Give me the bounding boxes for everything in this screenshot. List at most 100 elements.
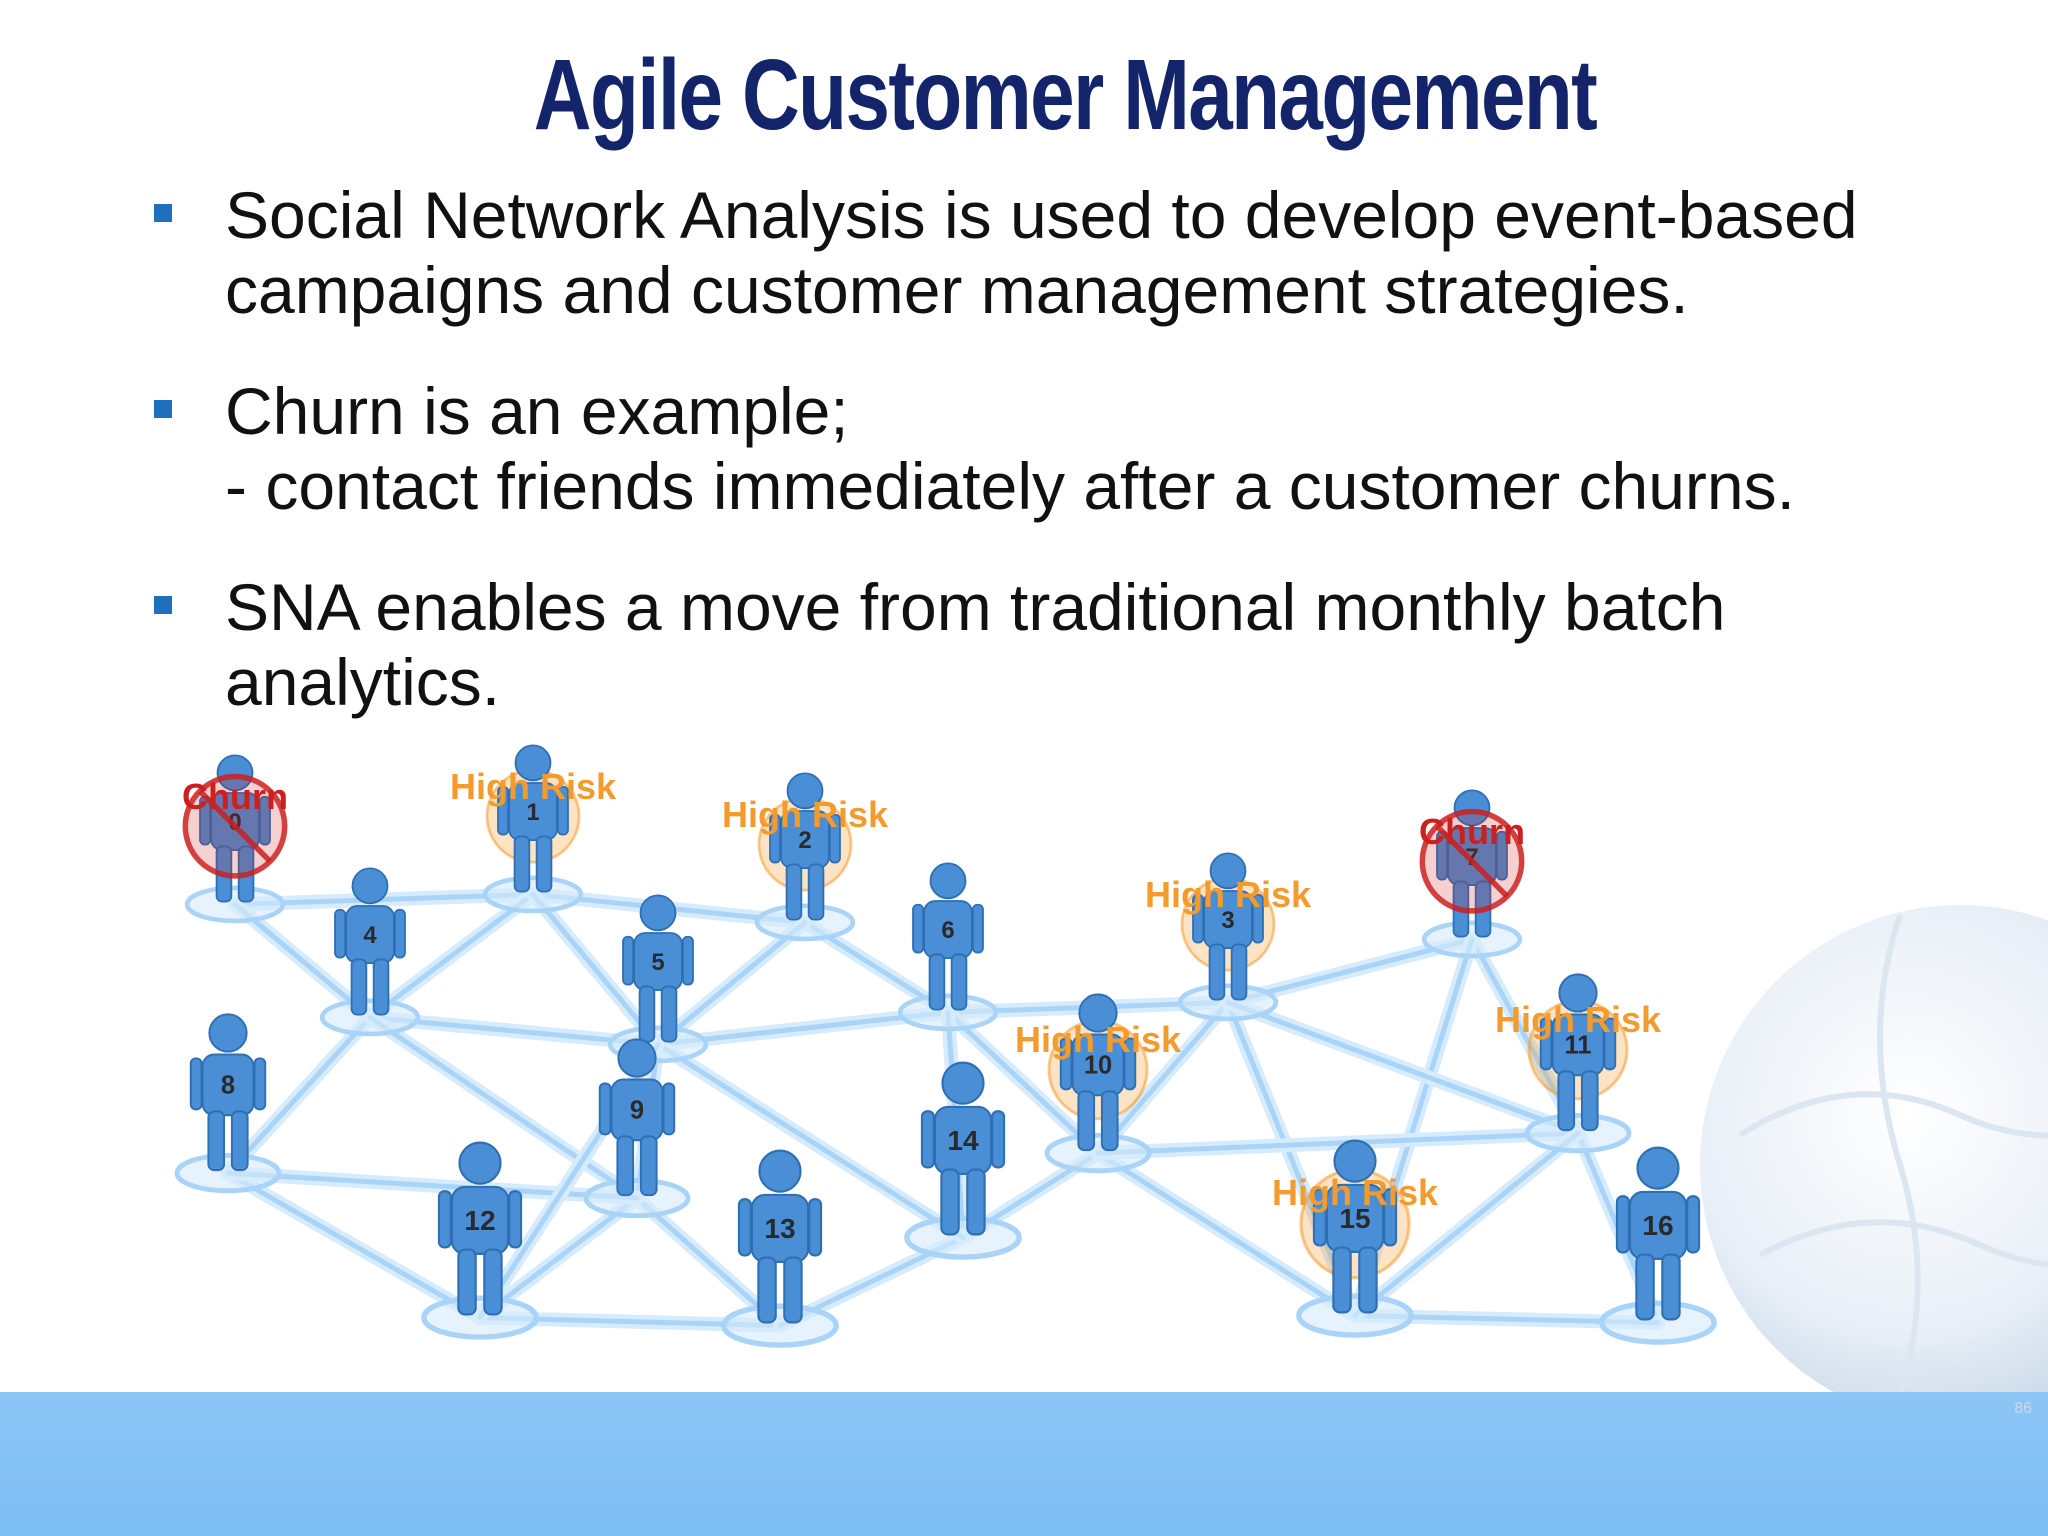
person-node: 16 <box>1599 1146 1717 1345</box>
person-node: 11 <box>1524 973 1632 1154</box>
person-number: 1 <box>526 799 539 826</box>
footer-band <box>0 1392 2048 1536</box>
high-risk-label: High Risk <box>1272 1172 1439 1213</box>
person-icon <box>1539 973 1617 1132</box>
person-node: 1 <box>482 744 584 914</box>
person-number: 9 <box>630 1097 644 1125</box>
network-link-line <box>1225 999 1581 1136</box>
churn-label: Churn <box>1419 811 1525 852</box>
bullet-square-icon <box>154 204 172 222</box>
network-link-line <box>225 1014 373 1176</box>
bullet-item: Churn is an example; - contact friends i… <box>150 374 2010 524</box>
network-link-line <box>655 1041 966 1241</box>
network-link-line <box>1095 1150 1358 1319</box>
bullet-text-line: - contact friends immediately after a cu… <box>225 449 1795 523</box>
person-node: 8 <box>174 1013 282 1194</box>
person-number: 6 <box>941 917 954 944</box>
person-node: 5 <box>607 894 709 1064</box>
node-ring <box>904 1215 1022 1260</box>
network-link-line <box>1352 1130 1581 1319</box>
node-ring <box>319 998 421 1037</box>
churn-slash <box>1435 824 1509 899</box>
person-number: 3 <box>1221 907 1234 934</box>
slide-title: Agile Customer Management <box>533 39 1598 151</box>
network-link-line <box>1095 1130 1581 1156</box>
node-ring <box>482 875 584 914</box>
person-node: 15 <box>1296 1139 1414 1338</box>
person-icon <box>769 772 841 921</box>
person-number: 12 <box>464 1205 495 1236</box>
bullet-square-icon <box>154 596 172 614</box>
person-icon <box>1059 993 1137 1152</box>
person-node: 12 <box>421 1141 539 1340</box>
person-node: 6 <box>897 862 999 1032</box>
node-ring <box>1599 1300 1717 1345</box>
node-ring <box>1177 983 1279 1022</box>
person-icon <box>334 867 406 1016</box>
person-node: 10 <box>1044 993 1152 1174</box>
person-node: 13 <box>721 1149 839 1348</box>
person-node: 3 <box>1177 852 1279 1022</box>
bullet-list: Social Network Analysis is used to devel… <box>150 178 2010 766</box>
person-icon <box>189 1013 267 1172</box>
person-number: 11 <box>1565 1032 1592 1060</box>
person-number: 16 <box>1642 1210 1673 1241</box>
node-ring <box>897 993 999 1032</box>
person-icon <box>1615 1146 1701 1321</box>
person-icon <box>598 1038 676 1197</box>
person-number: 14 <box>947 1125 979 1156</box>
network-link-line <box>225 1170 483 1321</box>
network-link-line <box>232 901 373 1020</box>
network-link-line <box>655 919 808 1047</box>
person-icon <box>737 1149 823 1324</box>
node-ring <box>583 1178 691 1219</box>
person-node: 14 <box>904 1061 1022 1260</box>
high-risk-label: High Risk <box>1145 874 1312 915</box>
bullet-item: Social Network Analysis is used to devel… <box>150 178 2010 328</box>
person-number: 8 <box>221 1072 235 1100</box>
bullet-text-line: campaigns and customer management strate… <box>225 253 1689 327</box>
person-icon <box>622 894 694 1043</box>
bullet-square-icon <box>154 400 172 418</box>
node-ring <box>421 1295 539 1340</box>
person-node: 4 <box>319 867 421 1037</box>
person-icon <box>920 1061 1006 1236</box>
person-number: 10 <box>1084 1052 1112 1080</box>
network-link-line <box>530 891 661 1047</box>
person-node: 9 <box>583 1038 691 1219</box>
person-icon <box>437 1141 523 1316</box>
bullet-item: SNA enables a move from traditional mont… <box>150 570 2010 720</box>
person-number: 2 <box>798 827 811 854</box>
network-link-line <box>1095 999 1231 1156</box>
churn-slash <box>198 789 272 864</box>
network-link-line <box>634 1195 783 1329</box>
churn-label: Churn <box>182 776 288 817</box>
network-link-line <box>945 1009 1101 1156</box>
network-link-line <box>367 1014 640 1201</box>
high-risk-label: High Risk <box>1495 999 1662 1040</box>
person-node: 7 <box>1419 789 1525 959</box>
network-link-line <box>367 891 536 1020</box>
high-risk-label: High Risk <box>450 766 617 807</box>
node-ring <box>1296 1293 1414 1338</box>
person-icon <box>1312 1139 1398 1314</box>
person-number: 4 <box>363 922 377 949</box>
person-icon <box>1192 852 1264 1001</box>
node-ring <box>1524 1113 1632 1154</box>
high-risk-label: High Risk <box>1015 1019 1182 1060</box>
globe-icon <box>1700 905 2048 1392</box>
bullet-text-line: Social Network Analysis is used to devel… <box>225 178 1858 252</box>
person-icon <box>912 862 984 1011</box>
node-ring <box>184 885 286 924</box>
node-ring <box>721 1303 839 1348</box>
person-node: 2 <box>754 772 856 942</box>
person-number: 5 <box>651 949 664 976</box>
node-ring <box>1421 920 1523 959</box>
bullet-text-line: analytics. <box>225 645 501 719</box>
node-ring <box>174 1153 282 1194</box>
bullet-text-line: Churn is an example; <box>225 374 849 448</box>
node-ring <box>754 903 856 942</box>
